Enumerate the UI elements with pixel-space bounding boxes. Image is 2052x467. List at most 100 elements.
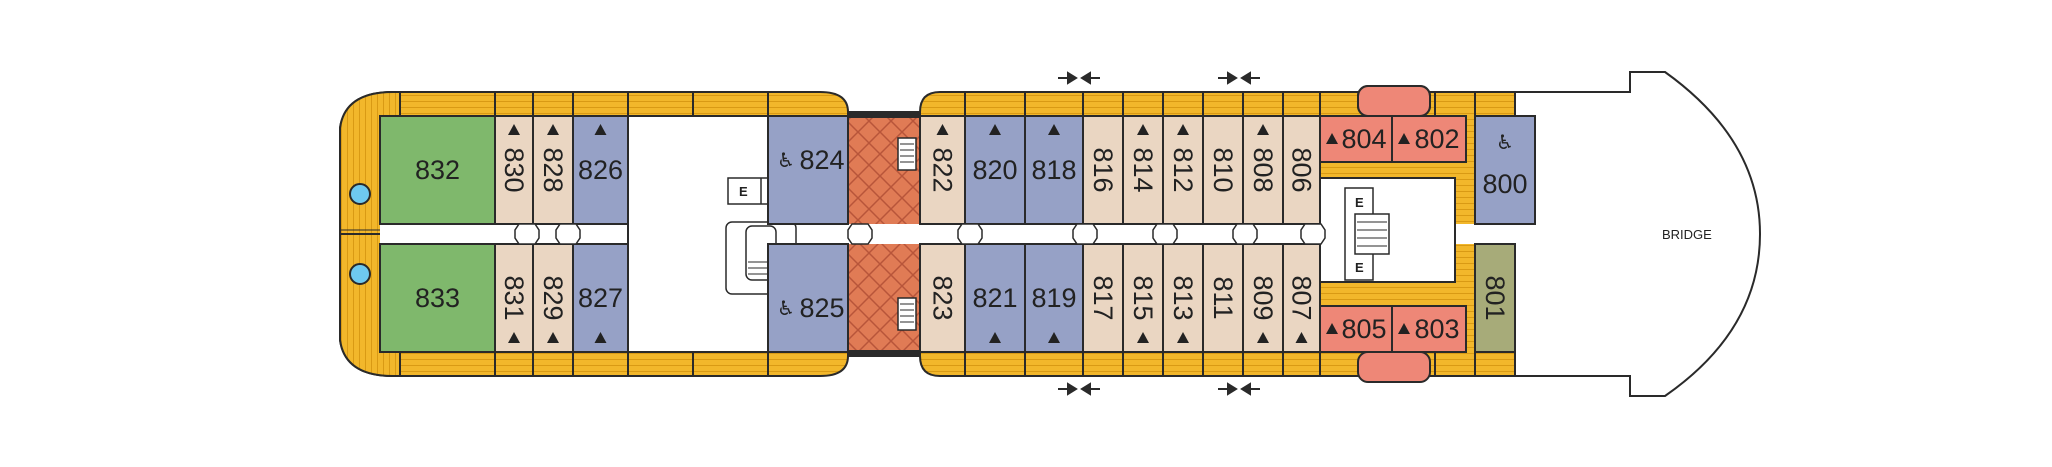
cabin-806[interactable]: 806: [1282, 115, 1321, 225]
veranda-icon: [1048, 332, 1060, 343]
cabin-804[interactable]: 804: [1319, 115, 1393, 163]
cabin-number: 821: [972, 283, 1017, 313]
wheelchair-icon: ♿: [1496, 130, 1514, 154]
veranda-icon: [594, 332, 607, 343]
wheelchair-icon: ♿: [777, 296, 795, 320]
staircase-icon: [897, 137, 917, 171]
cabin-number: 825: [799, 293, 844, 323]
cabin-805[interactable]: 805: [1319, 305, 1393, 353]
cabin-833[interactable]: 833: [379, 243, 496, 353]
veranda-icon: [1177, 124, 1189, 135]
cabin-number: 831: [499, 275, 529, 320]
cabin-826[interactable]: 826: [572, 115, 629, 225]
cabin-829[interactable]: 829: [532, 243, 574, 353]
cabin-817[interactable]: 817: [1082, 243, 1124, 353]
cabin-812[interactable]: 812: [1162, 115, 1204, 225]
porthole-icon: [349, 263, 371, 285]
cabin-number: 803: [1414, 314, 1459, 344]
veranda-icon: [989, 332, 1001, 343]
cabin-number: 820: [972, 155, 1017, 185]
veranda-icon: [1177, 332, 1189, 343]
cabin-number: 801: [1480, 275, 1510, 320]
cabin-820[interactable]: 820: [964, 115, 1026, 225]
porthole-icon: [349, 183, 371, 205]
cabin-number: 817: [1088, 275, 1118, 320]
cabin-808[interactable]: 808: [1242, 115, 1284, 225]
veranda-icon: [1326, 323, 1338, 334]
veranda-icon: [508, 332, 520, 343]
cabin-number: 826: [578, 155, 623, 185]
cabin-number: 830: [499, 147, 529, 192]
wheelchair-icon: ♿: [777, 148, 795, 172]
cabin-number: 827: [578, 283, 623, 313]
cabin-816[interactable]: 816: [1082, 115, 1124, 225]
cabin-810[interactable]: 810: [1202, 115, 1244, 225]
cabin-number: 802: [1414, 124, 1459, 154]
cabin-number: 824: [799, 145, 844, 175]
cabin-803[interactable]: 803: [1391, 305, 1467, 353]
cabin-number: 832: [415, 155, 460, 185]
cabin-831[interactable]: 831: [494, 243, 534, 353]
veranda-icon: [1326, 133, 1338, 144]
cabin-801[interactable]: 801: [1474, 243, 1516, 353]
corridor-junction: [555, 223, 581, 245]
elevator-label: E: [1355, 260, 1364, 275]
cabin-830[interactable]: 830: [494, 115, 534, 225]
elevator-label: E: [739, 184, 748, 199]
bridge-area: [1514, 71, 1762, 397]
cabin-814[interactable]: 814: [1122, 115, 1164, 225]
veranda-icon: [989, 124, 1001, 135]
corridor-junction: [847, 223, 873, 245]
cabin-number: 808: [1248, 147, 1278, 192]
cabin-number: 804: [1341, 124, 1386, 154]
cabin-number: 829: [538, 275, 568, 320]
cabin-number: 815: [1128, 275, 1158, 320]
cabin-828[interactable]: 828: [532, 115, 574, 225]
cabin-number: 813: [1168, 275, 1198, 320]
cabin-825[interactable]: 825♿: [767, 243, 849, 353]
cabin-819[interactable]: 819: [1024, 243, 1084, 353]
cabin-number: 818: [1031, 155, 1076, 185]
corridor-junction: [1300, 223, 1326, 245]
cabin-number: 814: [1128, 147, 1158, 192]
elevator-label: E: [1355, 195, 1364, 210]
cabin-813[interactable]: 813: [1162, 243, 1204, 353]
cabin-827[interactable]: 827: [572, 243, 629, 353]
cabin-number: 819: [1031, 283, 1076, 313]
cabin-number: 809: [1248, 275, 1278, 320]
cabin-807[interactable]: 807: [1282, 243, 1321, 353]
cabin-815[interactable]: 815: [1122, 243, 1164, 353]
veranda-icon: [1398, 323, 1410, 334]
cabin-number: 811: [1208, 276, 1238, 319]
cabin-811[interactable]: 811: [1202, 243, 1244, 353]
corridor-junction: [957, 223, 983, 245]
cabin-818[interactable]: 818: [1024, 115, 1084, 225]
cabin-822[interactable]: 822: [919, 115, 966, 225]
cabin-824[interactable]: 824♿: [767, 115, 849, 225]
cabin-number: 805: [1341, 314, 1386, 344]
staircase-icon: [897, 297, 917, 331]
veranda-icon: [547, 124, 559, 135]
suite-bulge-top: [1357, 85, 1431, 117]
cabin-809[interactable]: 809: [1242, 243, 1284, 353]
cabin-832[interactable]: 832: [379, 115, 496, 225]
bridge-label: BRIDGE: [1662, 227, 1712, 242]
veranda-icon: [1398, 133, 1410, 144]
corridor-junction: [1152, 223, 1178, 245]
cabin-number: 812: [1168, 147, 1198, 192]
veranda-icon: [1257, 332, 1269, 343]
cabin-number: 810: [1208, 147, 1238, 192]
veranda-icon: [1137, 124, 1149, 135]
fire-door-arrows: [1058, 71, 1260, 396]
cabin-number: 806: [1287, 147, 1317, 192]
cabin-802[interactable]: 802: [1391, 115, 1467, 163]
veranda-icon: [1048, 124, 1060, 135]
cabin-821[interactable]: 821: [964, 243, 1026, 353]
veranda-icon: [1137, 332, 1149, 343]
veranda-icon: [594, 124, 607, 135]
cabin-800[interactable]: 800 ♿: [1474, 115, 1536, 225]
suite-bulge-bottom: [1357, 351, 1431, 383]
cabin-number: 800: [1482, 169, 1527, 199]
cabin-number: 807: [1287, 275, 1317, 320]
cabin-823[interactable]: 823: [919, 243, 966, 353]
